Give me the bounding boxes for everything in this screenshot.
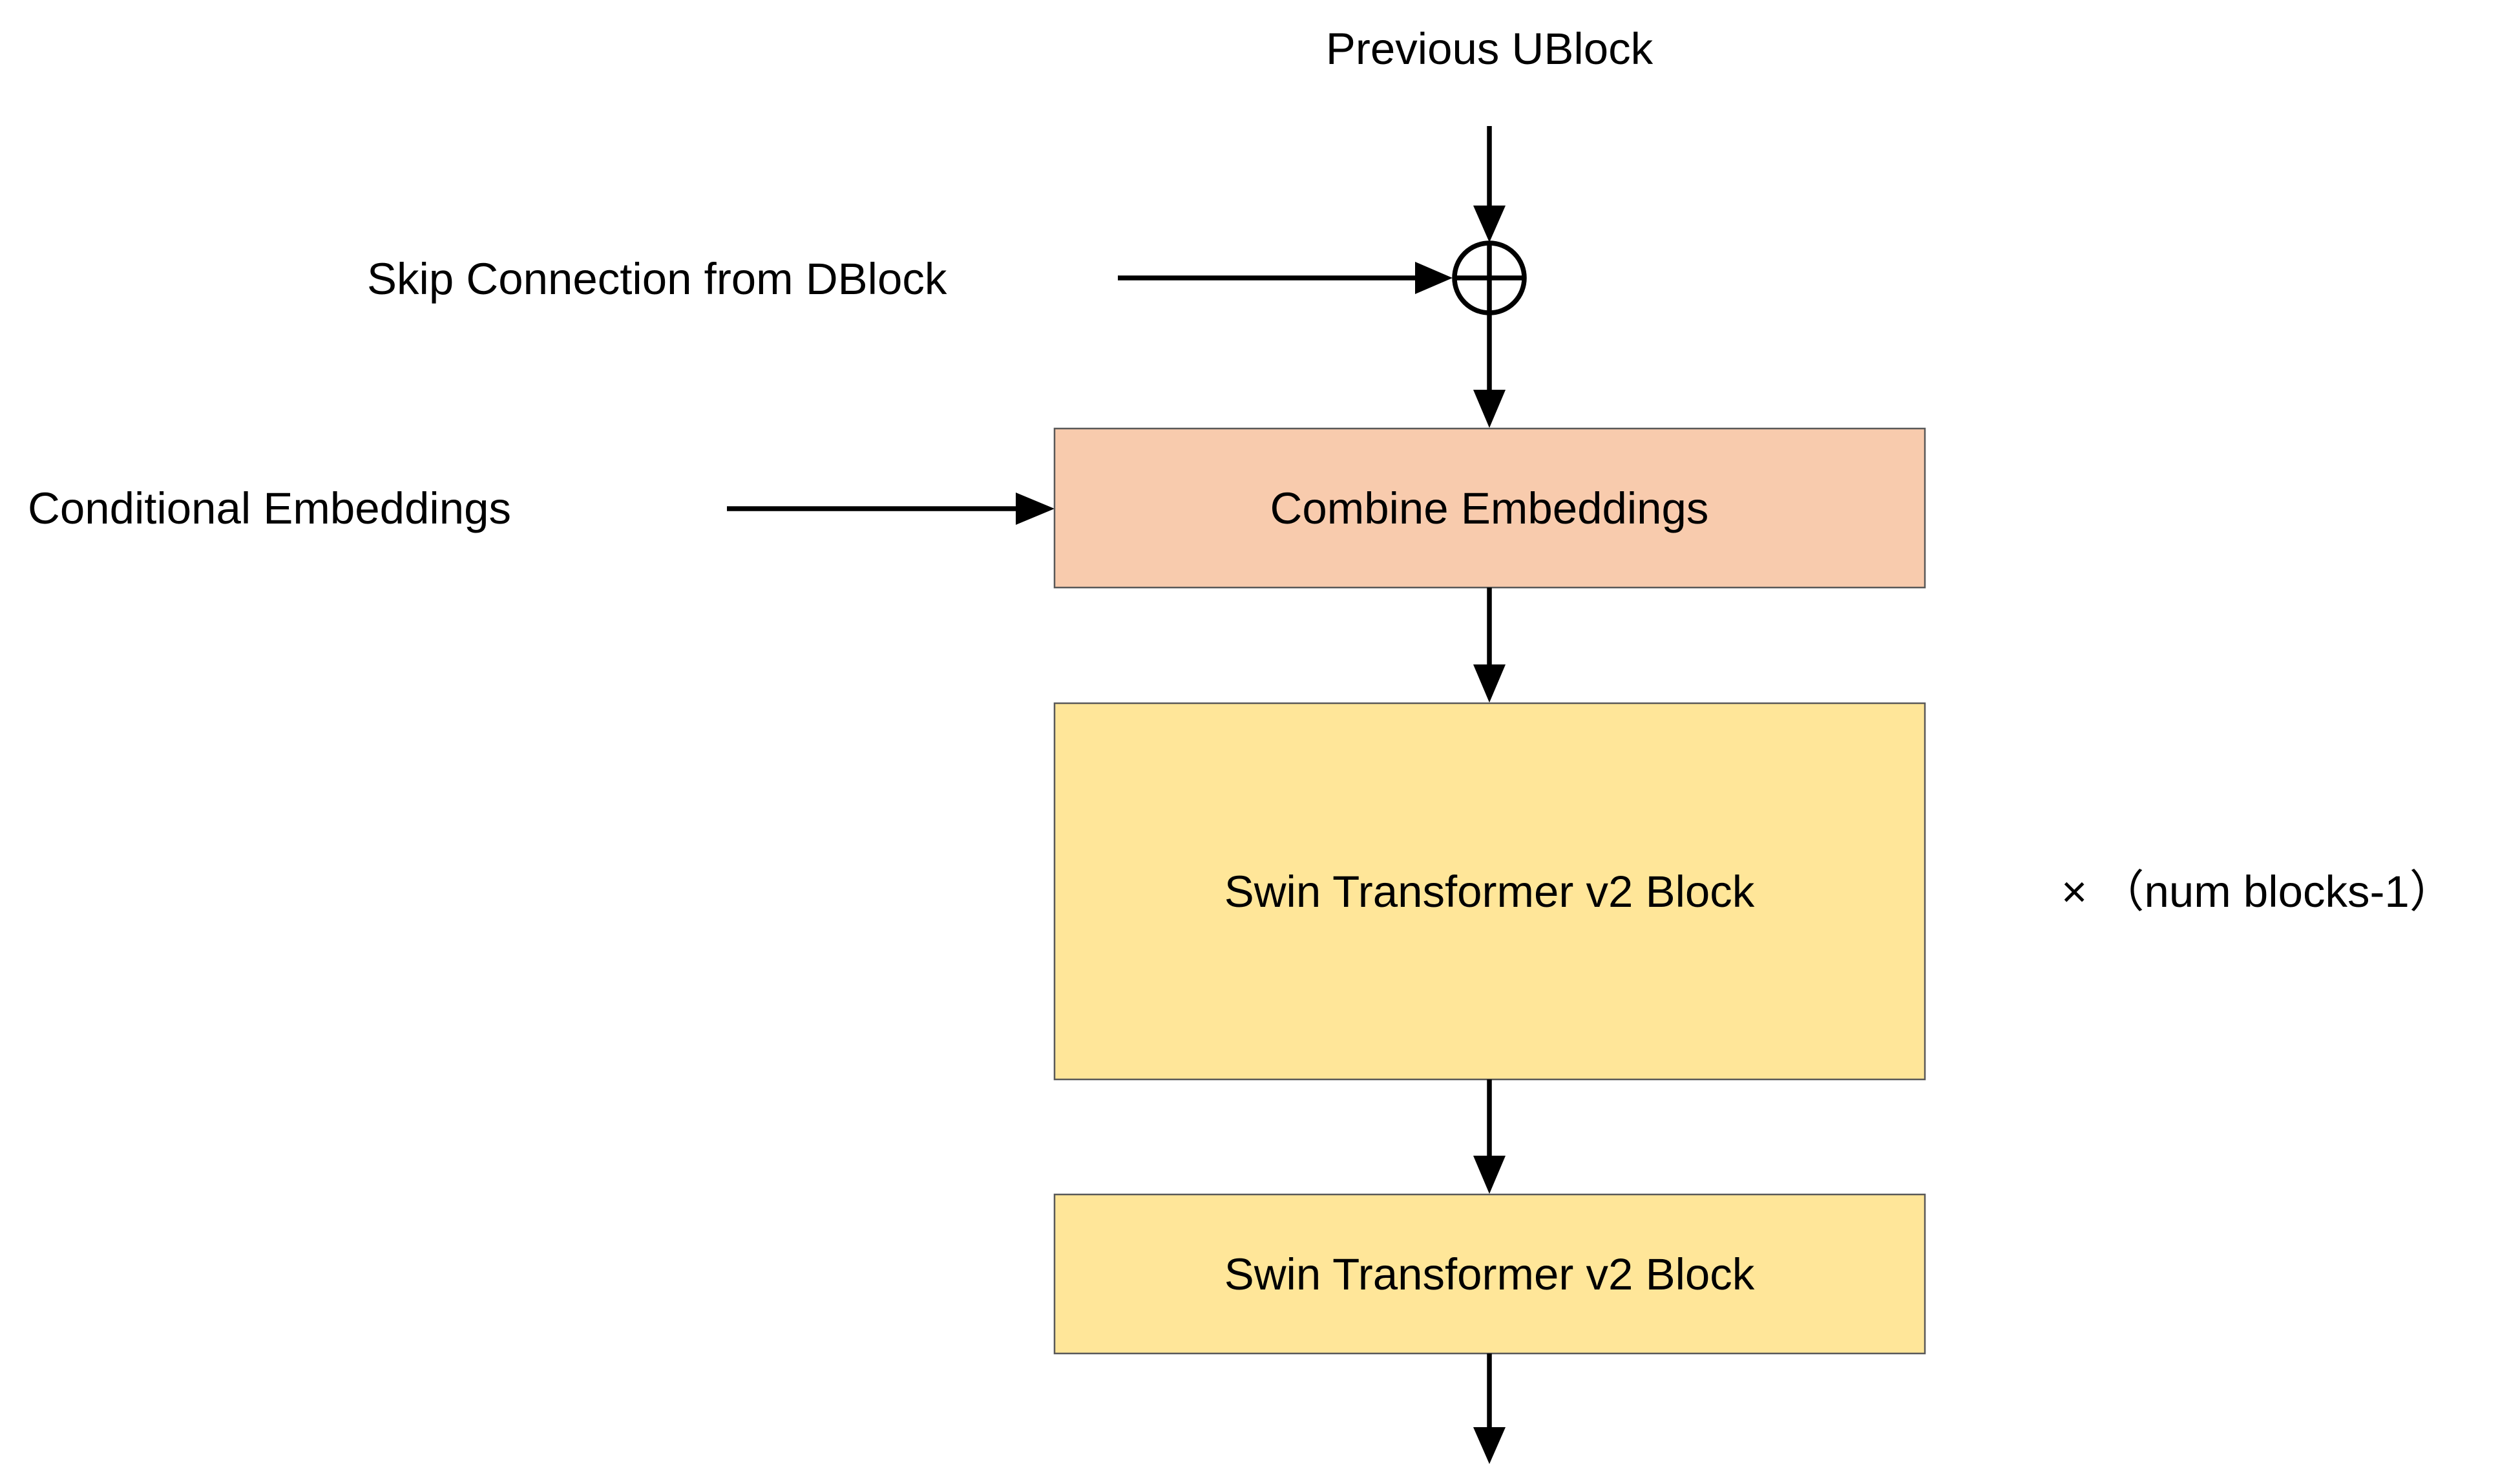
arrow-swin-to-swin-final — [1473, 1079, 1506, 1194]
arrow-sum-to-combine — [1473, 313, 1506, 428]
arrow-previous-to-sum — [1473, 126, 1506, 242]
conditional-embeddings-label: Conditional Embeddings — [28, 483, 511, 533]
arrow-skip-to-sum — [1118, 262, 1453, 294]
arrow-output — [1473, 1353, 1506, 1464]
combine-embeddings-block: Combine Embeddings — [1053, 427, 1926, 589]
swin-repeated-label: Swin Transformer v2 Block — [1224, 867, 1755, 917]
previous-ublock-label: Previous UBlock — [1326, 24, 1654, 74]
arrow-conditional-to-combine — [727, 493, 1055, 525]
circled-plus-icon — [1452, 240, 1527, 315]
combine-embeddings-label: Combine Embeddings — [1270, 483, 1709, 533]
swin-transformer-repeated-block: Swin Transformer v2 Block — [1053, 702, 1926, 1081]
arrow-combine-to-swin — [1473, 588, 1506, 703]
swin-transformer-final-block: Swin Transformer v2 Block — [1053, 1193, 1926, 1355]
repeat-count-note: × （num blocks-1） — [2061, 867, 2454, 917]
skip-connection-label: Skip Connection from DBlock — [367, 254, 947, 304]
swin-final-label: Swin Transformer v2 Block — [1224, 1249, 1755, 1299]
